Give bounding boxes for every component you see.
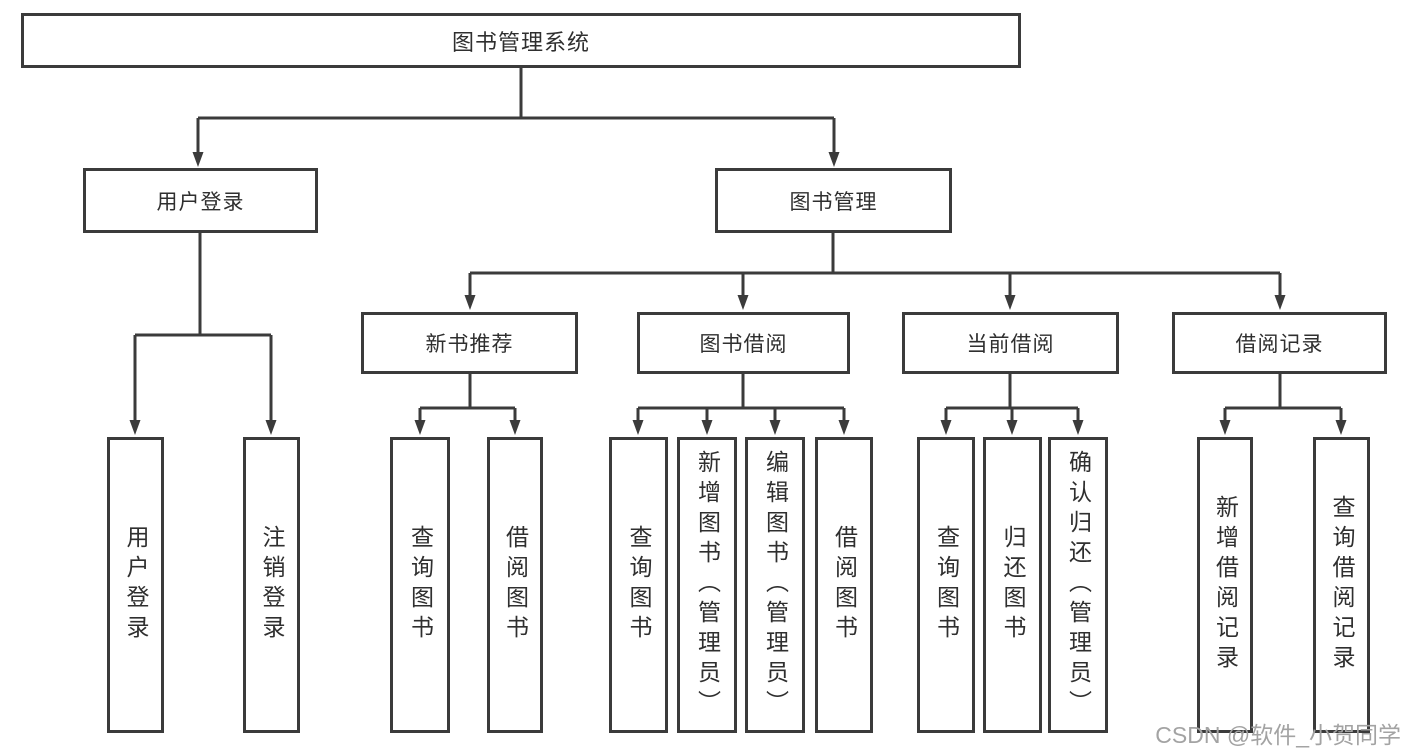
leaf-borrow-edit-book-admin-label: 编辑图书（管理员） (762, 450, 789, 720)
arrowheads-book-borrow-to-leaves (632, 420, 850, 435)
leaf-add-borrow-record: 新增借阅记录 (1197, 437, 1253, 733)
leaf-borrow-add-book-admin-label: 新增图书（管理员） (694, 450, 721, 720)
arrowheads-borrow-records-to-leaves (1219, 420, 1347, 435)
arrowheads-login-to-leaves (129, 420, 277, 435)
connector-book-borrow-to-leaves (636, 374, 846, 421)
node-root: 图书管理系统 (21, 13, 1021, 68)
leaf-return-book: 归还图书 (983, 437, 1042, 733)
leaf-borrow-query: 查询图书 (609, 437, 668, 733)
connector-new-book-to-leaves (418, 374, 517, 421)
leaf-current-query-label: 查询图书 (933, 525, 960, 645)
leaf-current-query: 查询图书 (917, 437, 975, 733)
leaf-borrow-edit-book-admin: 编辑图书（管理员） (745, 437, 805, 733)
node-current-borrow-label: 当前借阅 (966, 333, 1055, 356)
arrowheads-root-to-level2 (192, 152, 840, 167)
leaf-query-borrow-record-label: 查询借阅记录 (1329, 495, 1355, 675)
node-book-borrow-label: 图书借阅 (699, 333, 788, 356)
node-user-login-label: 用户登录 (156, 190, 245, 214)
leaf-add-borrow-record-label: 新增借阅记录 (1212, 495, 1239, 675)
leaf-new-book-borrow-label: 借阅图书 (502, 525, 529, 645)
leaf-user-login-label: 用户登录 (123, 525, 149, 645)
leaf-return-book-label: 归还图书 (1000, 525, 1026, 645)
arrowheads-new-book-to-leaves (414, 420, 521, 435)
node-book-management-label: 图书管理 (789, 190, 878, 214)
node-user-login: 用户登录 (83, 168, 318, 233)
leaf-logout-label: 注销登录 (259, 525, 285, 645)
node-borrow-records-label: 借阅记录 (1235, 333, 1324, 356)
connector-login-to-leaves (133, 233, 273, 420)
node-current-borrow: 当前借阅 (902, 312, 1119, 374)
node-book-management: 图书管理 (715, 168, 952, 233)
leaf-borrow-add-book-admin: 新增图书（管理员） (677, 437, 737, 733)
leaf-new-book-query-label: 查询图书 (407, 525, 434, 645)
leaf-query-borrow-record: 查询借阅记录 (1313, 437, 1370, 733)
connector-current-borrow-to-leaves (944, 374, 1080, 421)
csdn-watermark: CSDN @软件_小贺同学 (1155, 722, 1401, 748)
node-borrow-records: 借阅记录 (1172, 312, 1387, 374)
node-root-label: 图书管理系统 (451, 29, 590, 55)
leaf-new-book-query: 查询图书 (390, 437, 450, 733)
leaf-new-book-borrow: 借阅图书 (487, 437, 543, 733)
leaf-confirm-return-admin: 确认归还（管理员） (1048, 437, 1108, 733)
connector-book-management-to-level3 (468, 233, 1282, 296)
connector-root-to-level2 (196, 68, 836, 152)
leaf-user-login: 用户登录 (107, 437, 164, 733)
arrowheads-current-borrow-to-leaves (940, 420, 1084, 435)
node-new-book-recommend: 新书推荐 (361, 312, 578, 374)
leaf-borrow-book: 借阅图书 (815, 437, 873, 733)
leaf-confirm-return-admin-label: 确认归还（管理员） (1065, 450, 1092, 720)
node-book-borrow: 图书借阅 (637, 312, 850, 374)
connector-borrow-records-to-leaves (1223, 374, 1343, 421)
leaf-borrow-book-label: 借阅图书 (831, 525, 858, 645)
arrowheads-book-management-to-level3 (464, 295, 1286, 310)
leaf-logout: 注销登录 (243, 437, 300, 733)
node-new-book-recommend-label: 新书推荐 (425, 333, 514, 356)
leaf-borrow-query-label: 查询图书 (626, 525, 652, 645)
